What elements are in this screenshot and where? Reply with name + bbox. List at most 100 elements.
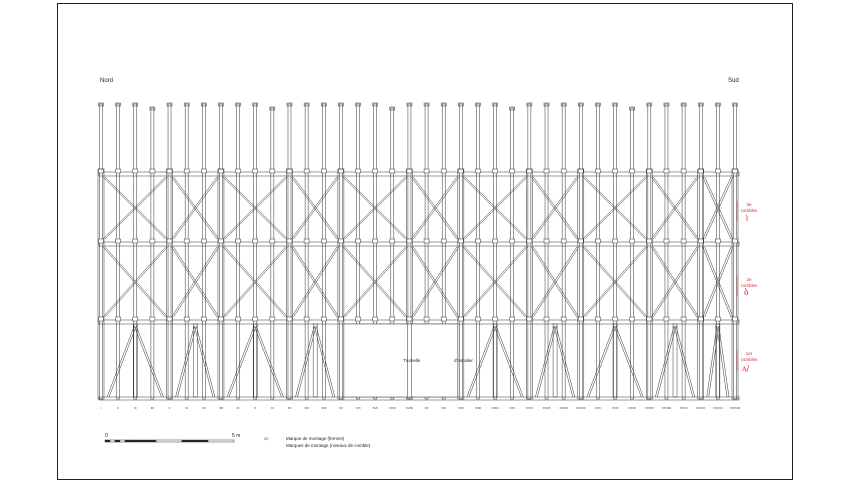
strut-right-9	[613, 325, 642, 398]
rafter-head-30	[595, 102, 601, 107]
joist-end-14-1	[321, 168, 327, 174]
rafter-post-7	[202, 103, 206, 400]
brace-b-10-2	[653, 246, 699, 318]
truss-number-3: III	[134, 406, 137, 410]
brace-b-9-2	[584, 246, 648, 318]
truss-number-12: XII	[288, 406, 292, 410]
rafter-head-31	[612, 102, 618, 107]
joist-end-18-3	[389, 316, 396, 322]
joist-end-8-2	[218, 238, 224, 244]
level-label-2: 2e combles	[740, 277, 758, 288]
truss-number-2: II	[117, 406, 119, 410]
rafter-head-9	[235, 102, 241, 107]
joist-end-22-3	[458, 316, 464, 322]
joist-end-19-1	[406, 168, 413, 174]
joist-end-10-2	[252, 238, 258, 244]
joist-end-17-3	[372, 316, 378, 322]
rafter-post-28	[561, 103, 566, 400]
brace-b-4-1	[293, 176, 340, 240]
rafter-post-11	[270, 107, 275, 400]
joist-end-35-2	[680, 238, 687, 244]
rafter-head-15	[338, 102, 344, 107]
level-label-1: 1er combles	[740, 351, 758, 362]
joist-end-5-2	[166, 238, 173, 244]
joist-end-23-2	[475, 238, 481, 244]
brace-b-10-1	[651, 176, 697, 240]
joist-end-15-3	[338, 316, 344, 322]
rafter-post-15	[339, 103, 343, 400]
strut-left-2	[175, 325, 195, 398]
truss-number-30: XXX	[595, 406, 601, 410]
king-post-11	[697, 168, 704, 400]
strut-right-3	[253, 325, 282, 398]
king-post-1	[97, 168, 105, 400]
rafter-post-37	[716, 103, 720, 400]
rafter-head-17	[372, 102, 378, 107]
truss-number-35: XXXV	[680, 406, 688, 410]
rafter-post-36	[698, 103, 703, 400]
truss-number-32: XXXII	[628, 406, 636, 410]
joist-end-25-2	[509, 238, 515, 244]
rafter-post-14	[322, 103, 326, 400]
rafter-post-17	[373, 103, 377, 400]
rafter-head-24	[492, 102, 498, 107]
king-post-9	[577, 168, 585, 400]
brace-b-5-1	[342, 176, 406, 240]
joist-end-36-1	[697, 168, 704, 174]
truss-number-18: XVIII	[389, 406, 396, 410]
rafter-head-34	[663, 102, 670, 107]
truss-number-19: XVIIII	[406, 406, 414, 410]
stair-post	[407, 323, 412, 398]
joist-end-6-2	[183, 238, 190, 244]
strut-left-3	[226, 325, 255, 398]
joist-end-31-3	[612, 316, 618, 322]
joist-end-19-2	[406, 238, 413, 244]
brace-b-2-1	[171, 176, 218, 240]
joist-end-33-2	[646, 238, 653, 244]
strut-left-7	[466, 325, 495, 398]
king-post-3	[217, 168, 225, 400]
joist-end-4-3	[149, 316, 156, 322]
lower-post-11	[715, 323, 721, 398]
rafter-head-14	[321, 102, 327, 107]
joist-end-29-3	[578, 316, 584, 322]
joist-end-37-1	[715, 168, 721, 174]
rafter-post-8	[219, 103, 223, 400]
joist-end-12-3	[286, 316, 293, 322]
brace-b-10-1	[653, 176, 699, 240]
strut-right-9	[615, 325, 644, 398]
south-label: Sud	[728, 78, 739, 84]
brace-b-3-1	[222, 176, 286, 240]
rafter-head-18	[389, 106, 396, 111]
brace-b-3-2	[224, 246, 288, 318]
joist-end-15-2	[338, 238, 344, 244]
rafter-head-25	[509, 106, 515, 111]
joist-end-3-2	[132, 238, 139, 244]
rafter-head-2	[115, 102, 121, 107]
rafter-head-35	[680, 102, 687, 107]
rafter-post-33	[647, 103, 652, 400]
king-post-12	[731, 168, 739, 400]
brace-b-1-1	[104, 176, 168, 240]
rafter-post-5	[167, 103, 172, 400]
legend-text-level: Marques de montage (niveaux de comble)	[286, 443, 371, 448]
legend-symbol-level: ·	[266, 443, 268, 448]
brace-b-10-2	[651, 246, 697, 318]
truss-number-13: XIII	[304, 406, 309, 410]
joist-end-15-1	[338, 168, 344, 174]
lower-post-2	[192, 323, 198, 398]
joist-end-14-2	[321, 238, 327, 244]
brace-b-7-1	[462, 176, 526, 240]
joist-end-2-2	[115, 238, 121, 244]
joist-end-28-2	[560, 238, 567, 244]
brace-b-7-1	[464, 176, 528, 240]
joist-end-28-1	[560, 168, 567, 174]
joist-end-16-2	[355, 238, 361, 244]
joist-end-16-3	[355, 316, 361, 322]
tie-beam-level-2	[98, 241, 740, 247]
joist-end-4-1	[149, 168, 156, 174]
joist-end-20-1	[423, 168, 430, 174]
joist-end-8-3	[218, 316, 224, 322]
joist-end-10-1	[252, 168, 258, 174]
truss-number-20: XX	[425, 406, 429, 410]
